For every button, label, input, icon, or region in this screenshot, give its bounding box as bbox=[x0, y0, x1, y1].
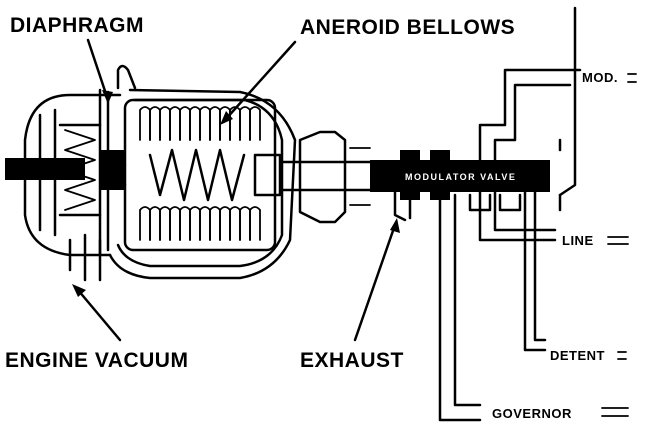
bellows-convolution bbox=[179, 206, 191, 241]
bellows-upper-convolutions bbox=[139, 106, 261, 141]
bellows-convolution bbox=[139, 206, 151, 241]
bellows-convolution bbox=[209, 106, 221, 141]
mod-port-label: MOD. bbox=[582, 70, 618, 85]
exhaust-label: EXHAUST bbox=[300, 349, 404, 372]
modulator-valve-label: MODULATOR VALVE bbox=[405, 172, 516, 182]
bellows-convolution bbox=[159, 106, 171, 141]
modulator-valve: MODULATOR VALVE bbox=[370, 150, 550, 222]
bellows-convolution bbox=[239, 206, 251, 241]
bellows-convolution bbox=[189, 206, 201, 241]
push-rod-left bbox=[5, 158, 85, 180]
engine-vacuum-arrowhead bbox=[72, 284, 86, 297]
modulator-output-shaft bbox=[280, 130, 372, 224]
bellows-convolution bbox=[249, 206, 261, 241]
exhaust-arrowhead bbox=[390, 218, 400, 233]
bellows-convolution bbox=[149, 106, 161, 141]
governor-port-label: GOVERNOR bbox=[492, 406, 572, 421]
bellows-convolution bbox=[169, 106, 181, 141]
aneroid-leader bbox=[223, 40, 297, 122]
diaphragm bbox=[58, 88, 125, 282]
bellows-convolution bbox=[159, 206, 171, 241]
aneroid-arrowhead bbox=[220, 111, 233, 125]
bellows-convolution bbox=[189, 106, 201, 141]
port-markers bbox=[601, 73, 637, 417]
exhaust-leader bbox=[353, 223, 397, 342]
bellows-convolution bbox=[219, 206, 231, 241]
bellows-convolution bbox=[199, 106, 211, 141]
aneroid-bellows-label: ANEROID BELLOWS bbox=[300, 16, 515, 39]
diaphragm-arrowhead bbox=[102, 90, 113, 104]
bellows-convolution bbox=[169, 206, 181, 241]
line-port-label: LINE bbox=[562, 233, 594, 248]
bellows-convolution bbox=[179, 106, 191, 141]
diaphragm-leader bbox=[86, 38, 110, 102]
bellows-convolution bbox=[139, 106, 151, 141]
detent-port-label: DETENT bbox=[550, 348, 605, 363]
engine-vacuum-label: ENGINE VACUUM bbox=[5, 349, 188, 372]
bellows-convolution bbox=[249, 106, 261, 141]
bellows-convolution bbox=[239, 106, 251, 141]
bellows-convolution bbox=[199, 206, 211, 241]
valve-housing bbox=[438, 6, 582, 422]
bellows-convolution bbox=[229, 206, 241, 241]
bellows-lower-convolutions bbox=[139, 206, 261, 241]
leader-lines bbox=[72, 38, 400, 342]
bellows-convolution bbox=[149, 206, 161, 241]
diaphragm-label: DIAPHRAGM bbox=[10, 14, 144, 37]
aneroid-bellows bbox=[117, 98, 282, 252]
engine-vacuum-leader bbox=[76, 288, 122, 342]
bellows-convolution bbox=[209, 206, 221, 241]
